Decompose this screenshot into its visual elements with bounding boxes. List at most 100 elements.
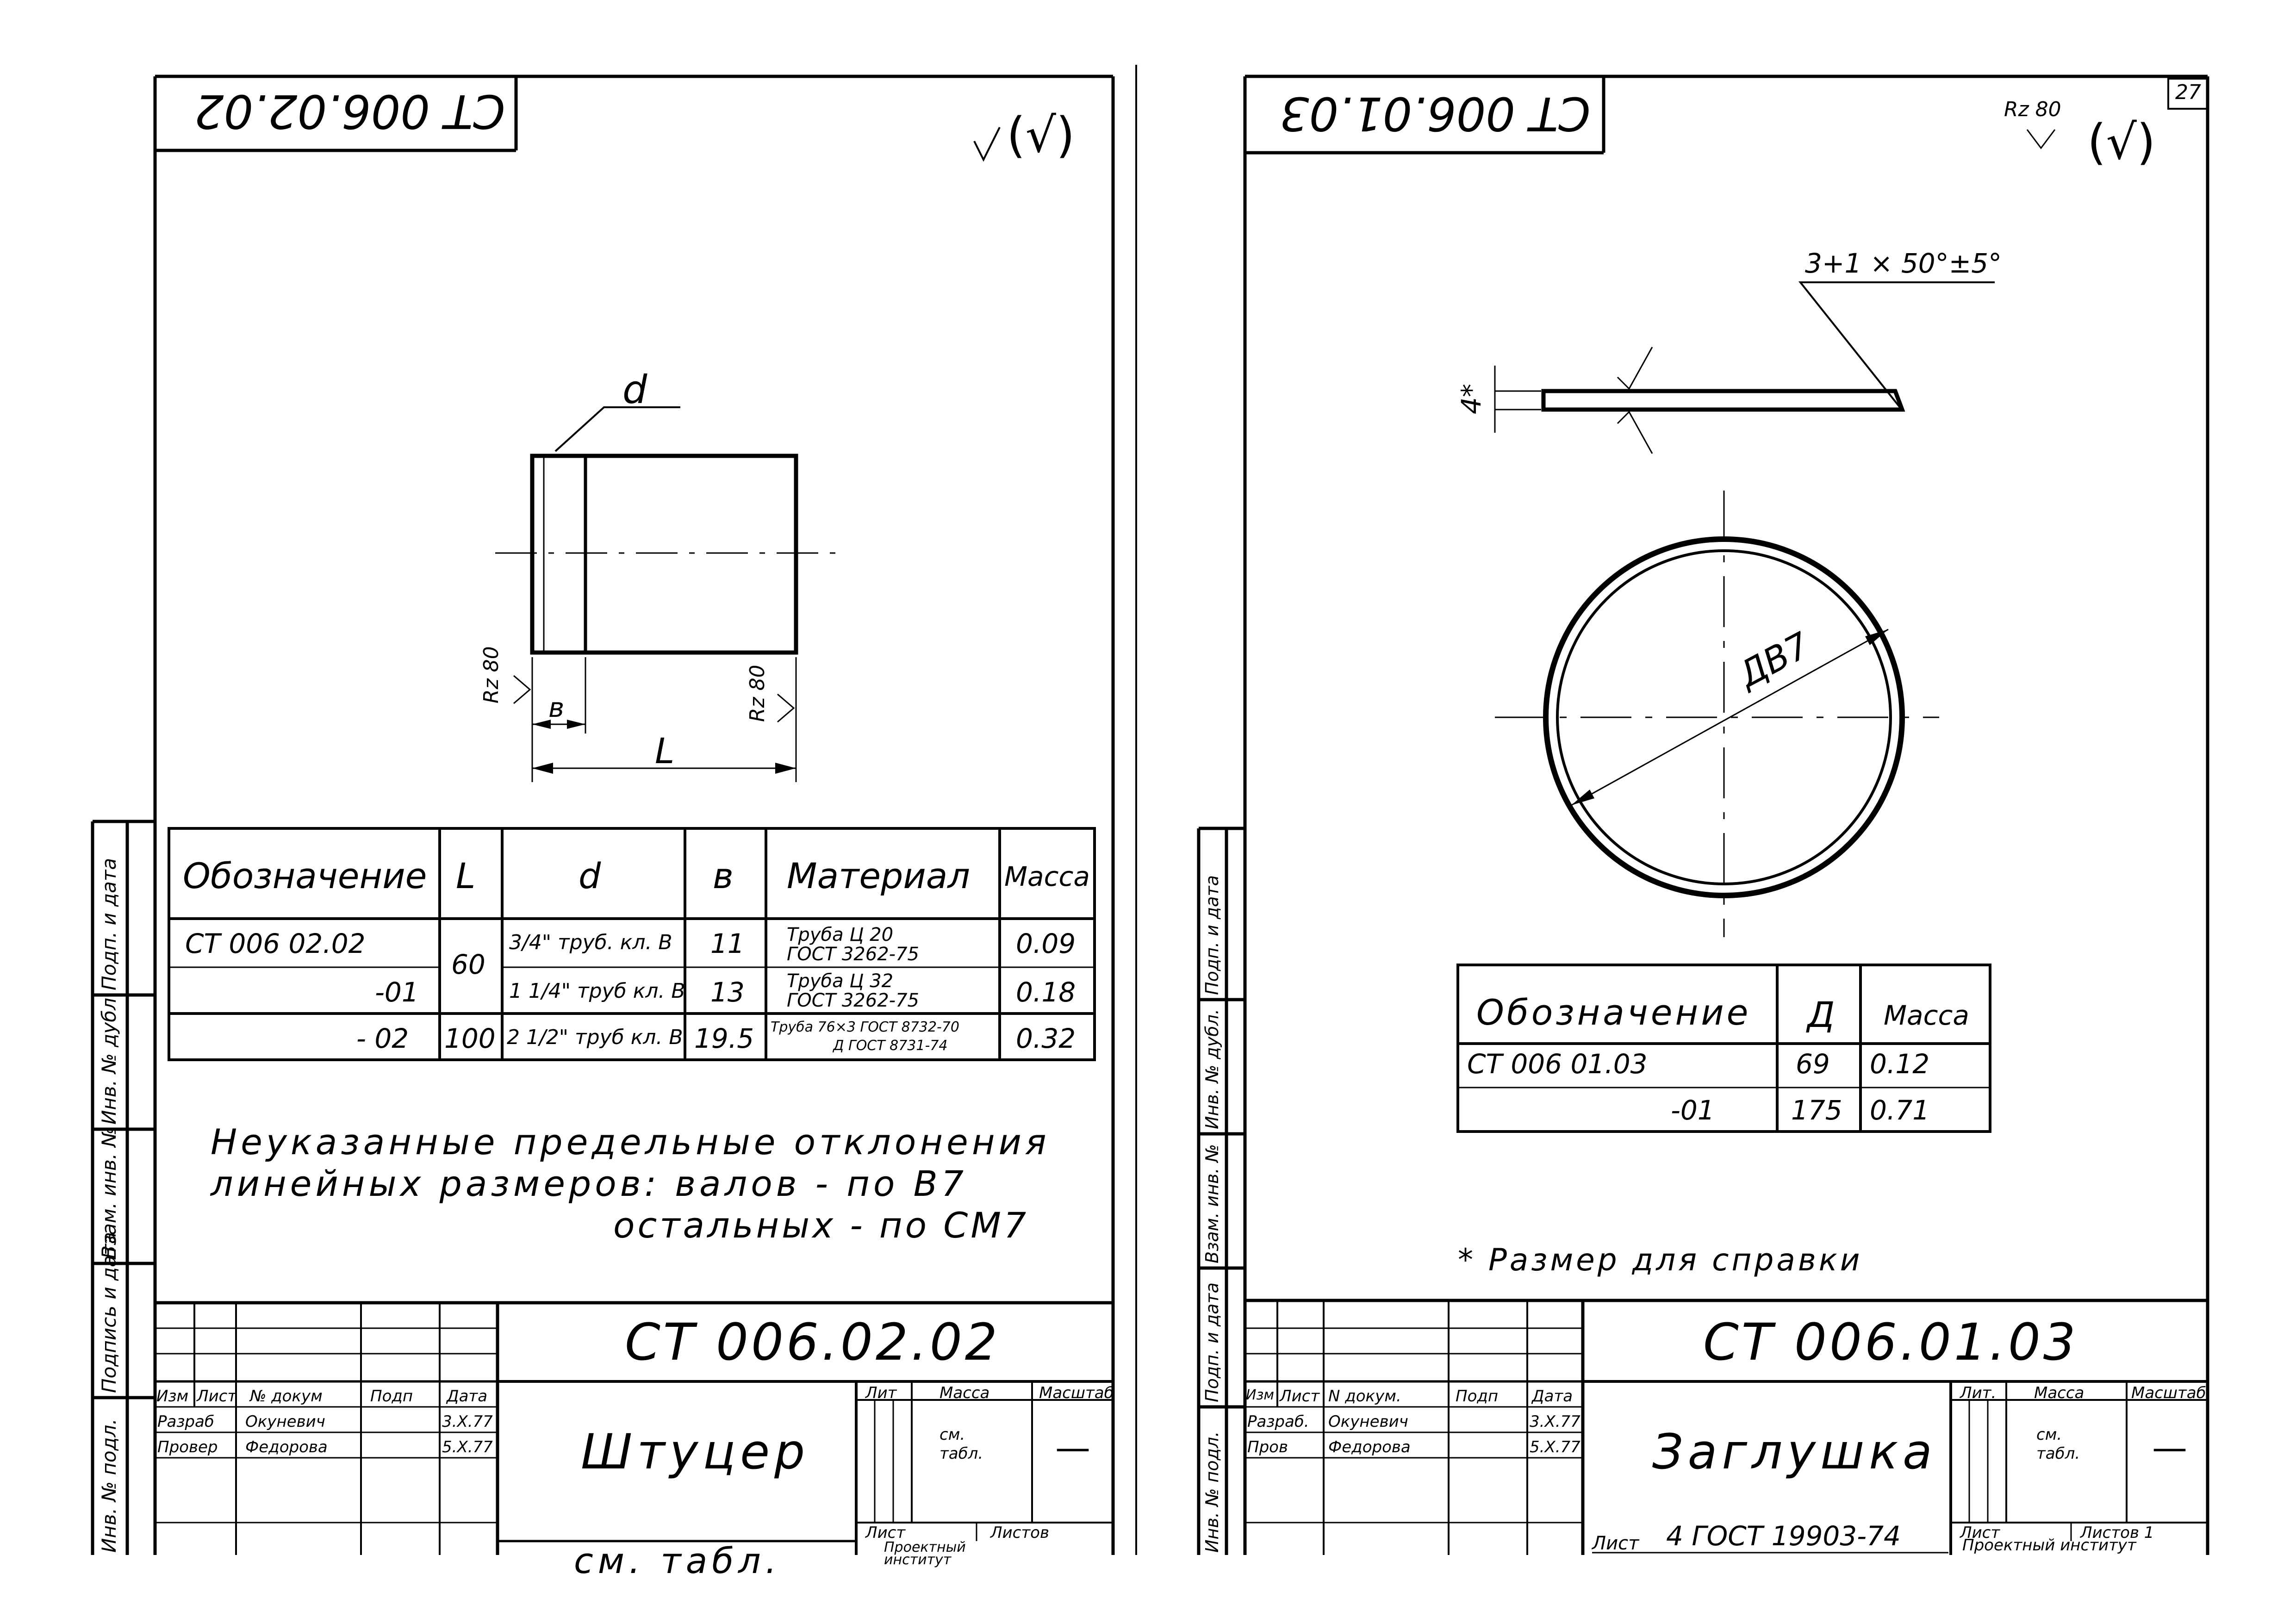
- left-tb-h-sign: Подп: [370, 1387, 413, 1405]
- right-th-code: Обозначение: [1476, 992, 1751, 1033]
- left-tb-scale-label: Масштаб: [1039, 1384, 1114, 1402]
- right-stamp-rotated: СТ 006.01.03: [1280, 87, 1591, 141]
- right-note: * Размер для справки: [1458, 1242, 1863, 1278]
- right-tb-person-2: Федорова: [1328, 1438, 1411, 1456]
- right-roughness-rz: Rz 80: [2004, 98, 2061, 121]
- left-tb-h-list: Лист: [197, 1387, 237, 1405]
- left-tb-h-date: Дата: [447, 1387, 488, 1405]
- left-tb-org: Проектный институт: [884, 1539, 966, 1568]
- left-side-label-5: Подп. и дата: [98, 858, 120, 990]
- right-tb-lit: Лит.: [1960, 1384, 1997, 1402]
- left-tb-role-1: Разраб: [157, 1412, 214, 1431]
- right-tb-scale-label: Масштаб: [2131, 1384, 2206, 1402]
- left-side-label-4: Инв. № дубл.: [98, 991, 120, 1125]
- right-tb-sheets: Листов 1: [2080, 1524, 2154, 1542]
- right-page-number: 27: [2175, 81, 2201, 104]
- left-tb-mass-label: Масса: [940, 1384, 990, 1402]
- right-th-mass: Масса: [1884, 1000, 1969, 1031]
- right-tb-mass-value: см. табл.: [2036, 1425, 2080, 1463]
- right-dim-thickness: 4*: [1456, 384, 1487, 414]
- left-label-d: d: [622, 367, 647, 412]
- left-row2-b: 13: [710, 976, 745, 1008]
- left-tb-person-1: Окуневич: [245, 1412, 325, 1431]
- left-row1-d: 3/4" труб. кл. В: [509, 931, 672, 954]
- left-row3-b: 19.5: [694, 1023, 754, 1054]
- left-tb-date-1: 3.X.77: [442, 1412, 493, 1431]
- right-tb-h-izm: Изм: [1246, 1387, 1275, 1403]
- left-note-line-2: линейных размеров: валов - по B7: [211, 1163, 968, 1204]
- left-tb-h-izm: Изм: [156, 1387, 189, 1405]
- left-tb-sheets: Листов: [990, 1524, 1050, 1542]
- left-label-L: L: [655, 730, 675, 771]
- right-chamfer-label: 3+1 × 50°±5°: [1805, 248, 2002, 279]
- left-row1-mass: 0.09: [1016, 928, 1076, 959]
- right-title-name: Заглушка: [1652, 1424, 1937, 1480]
- right-side-label-2: Подп. и дата: [1202, 1282, 1222, 1402]
- left-rz-1: Rz 80: [479, 646, 503, 703]
- right-tb-role-2: Пров: [1247, 1438, 1288, 1456]
- left-row3-L: 100: [444, 1023, 496, 1054]
- left-th-b: в: [713, 855, 734, 896]
- right-tb-person-1: Окуневич: [1328, 1412, 1408, 1431]
- left-title-name: Штуцер: [581, 1424, 810, 1480]
- left-stamp-rotated: СТ 006.02.02: [194, 84, 505, 138]
- left-row1-L: 60: [451, 949, 485, 980]
- left-row3-d: 2 1/2" труб кл. В: [507, 1026, 683, 1049]
- left-row3-mat1: Труба 76×3 ГОСТ 8732-70: [771, 1019, 959, 1035]
- left-label-b: в: [548, 692, 565, 723]
- right-th-D: Д: [1807, 994, 1835, 1035]
- right-tb-scale-value: —: [2152, 1427, 2187, 1468]
- right-tb-org: Проектный институт: [1962, 1536, 2136, 1555]
- left-tb-bottom: см. табл.: [574, 1540, 781, 1581]
- right-tb-h-date: Дата: [1532, 1387, 1573, 1405]
- right-tb-ref-std: 4 ГОСТ 19903-74: [1666, 1520, 1901, 1552]
- left-row1-code: СТ 006 02.02: [185, 928, 366, 959]
- right-row2-D: 175: [1791, 1094, 1842, 1126]
- left-row3-code: - 02: [356, 1023, 409, 1054]
- right-side-label-3: Взам. инв. №: [1202, 1144, 1222, 1263]
- right-tb-h-sign: Подп: [1456, 1387, 1499, 1405]
- left-rz-2: Rz 80: [746, 665, 769, 722]
- left-title-designation: СТ 006.02.02: [625, 1312, 1000, 1372]
- right-tb-date-2: 5.X.77: [1530, 1438, 1580, 1456]
- left-row1-mat2: ГОСТ 3262-75: [787, 944, 919, 965]
- right-tb-date-1: 3.X.77: [1530, 1412, 1580, 1431]
- left-th-L: L: [456, 855, 476, 896]
- left-row3-mass: 0.32: [1016, 1023, 1076, 1054]
- right-tb-h-list: Лист: [1280, 1387, 1320, 1405]
- left-note-line-1: Неуказанные предельные отклонения: [211, 1121, 1050, 1163]
- right-roughness-symbol: (√): [2087, 114, 2156, 170]
- left-row3-mat2: Д ГОСТ 8731-74: [833, 1038, 948, 1054]
- left-row2-code: -01: [375, 976, 419, 1008]
- right-title-designation: СТ 006.01.03: [1703, 1312, 2078, 1372]
- left-tb-scale-value: —: [1055, 1427, 1090, 1468]
- left-row2-mat1: Труба Ц 32: [787, 970, 894, 992]
- left-tb-date-2: 5.X.77: [442, 1438, 493, 1456]
- right-tb-h-doc: N докум.: [1328, 1387, 1401, 1405]
- left-tb-h-doc: № докум: [250, 1387, 323, 1405]
- left-tb-person-2: Федорова: [245, 1438, 328, 1456]
- right-row1-D: 69: [1796, 1048, 1830, 1080]
- left-th-material: Материал: [787, 855, 970, 896]
- left-row1-b: 11: [710, 928, 745, 959]
- left-roughness-symbol: (√): [1007, 107, 1075, 163]
- right-tb-ref-sheet: Лист: [1592, 1533, 1639, 1554]
- left-row2-mass: 0.18: [1016, 976, 1076, 1008]
- right-row1-code: СТ 006 01.03: [1467, 1048, 1648, 1080]
- left-tb-lit: Лит: [865, 1384, 897, 1402]
- right-side-label-5: Подп. и дата: [1202, 875, 1222, 995]
- left-th-mass: Масса: [1004, 861, 1090, 892]
- left-row2-mat2: ГОСТ 3262-75: [787, 990, 919, 1011]
- right-tb-mass-label: Масса: [2034, 1384, 2084, 1402]
- left-tb-role-2: Провер: [157, 1438, 218, 1456]
- left-th-code: Обозначение: [183, 855, 427, 896]
- right-row1-mass: 0.12: [1870, 1048, 1930, 1080]
- left-tb-mass-value: см. табл.: [940, 1425, 983, 1463]
- left-side-label-1: Инв. № подл.: [98, 1418, 120, 1553]
- left-side-label-3: Взам. инв. №: [98, 1126, 120, 1259]
- right-side-label-1: Инв. № подл.: [1202, 1431, 1222, 1553]
- right-tb-role-1: Разраб.: [1247, 1412, 1309, 1431]
- left-row1-mat1: Труба Ц 20: [787, 924, 894, 945]
- right-tb-sheet: Лист: [1960, 1524, 2000, 1542]
